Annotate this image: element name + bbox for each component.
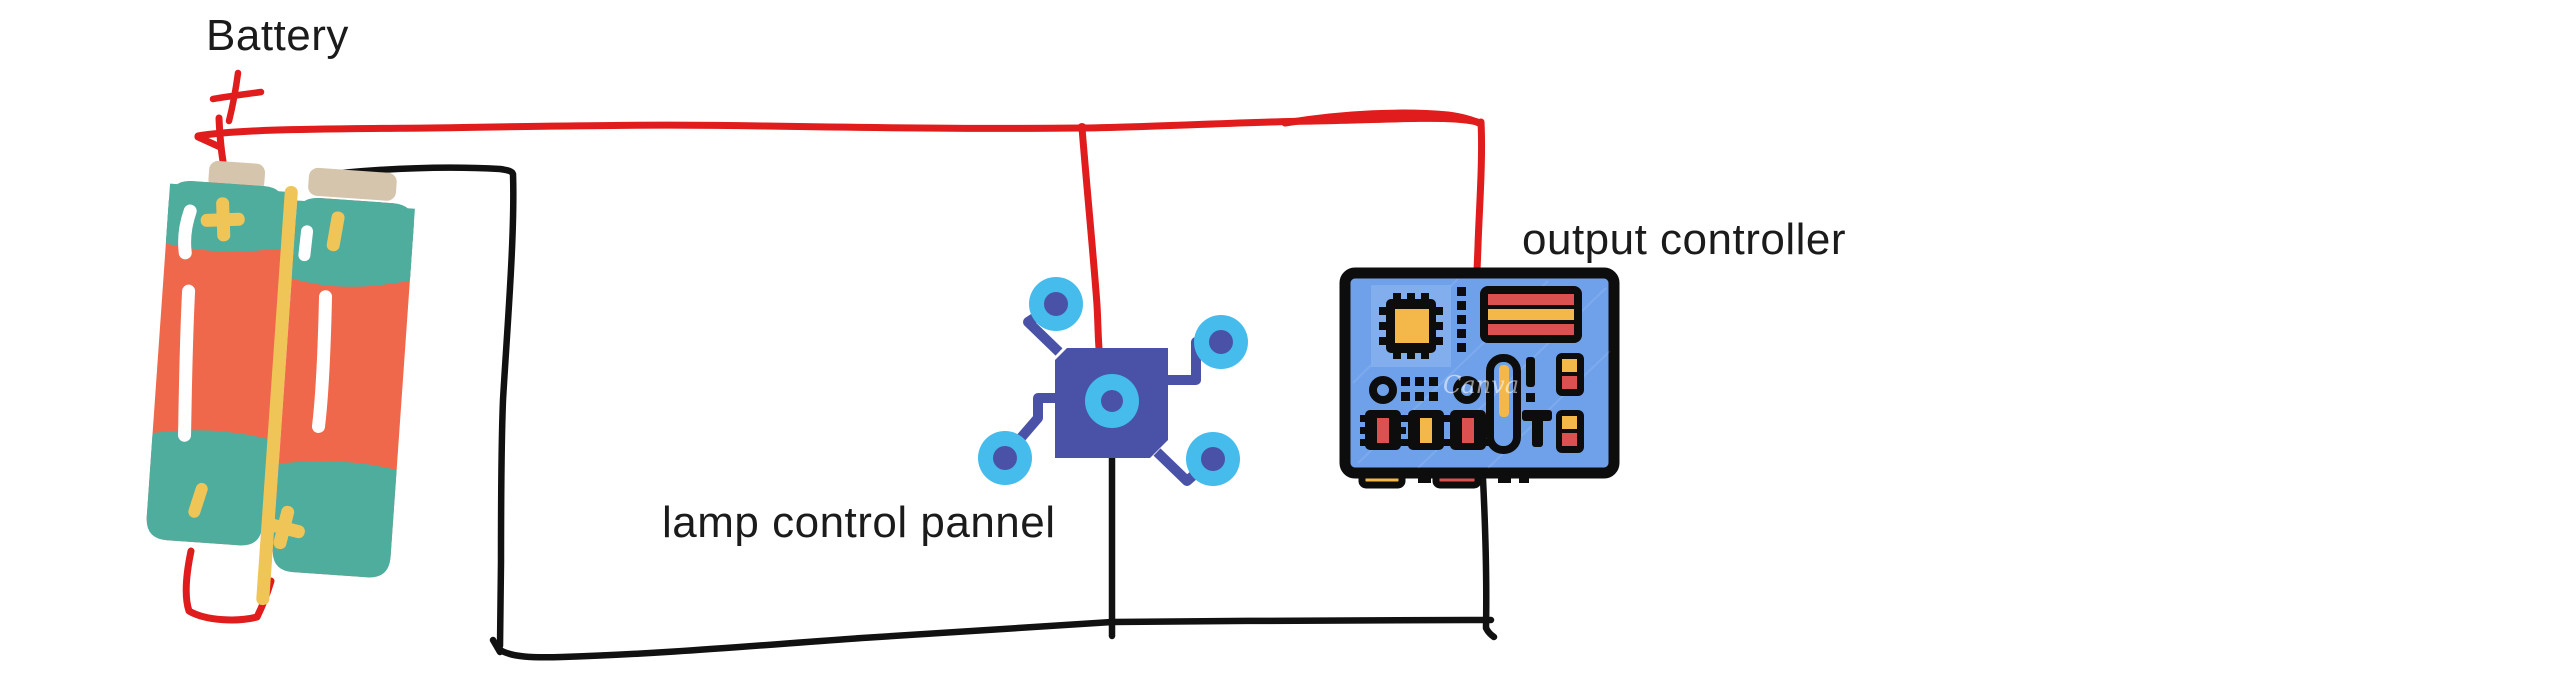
battery-cell-left	[146, 181, 286, 546]
board-ring-right	[1453, 376, 1481, 404]
lamp-control-panel-icon	[978, 277, 1248, 486]
battery-icon	[146, 160, 415, 606]
board-striped-block	[1480, 286, 1582, 343]
panel-trace-bottom-left	[1003, 393, 1055, 458]
negative-wire	[337, 164, 1498, 661]
board-ring-left	[1369, 376, 1397, 404]
board-dotted-column	[1457, 287, 1466, 352]
panel-pads	[978, 277, 1248, 486]
battery-divider-stripe	[256, 186, 298, 606]
lamp-control-panel-label: lamp control pannel	[662, 498, 1056, 547]
output-controller-label: output controller	[1522, 215, 1847, 264]
board-cpu	[1371, 285, 1451, 367]
board-b-blocks	[1556, 353, 1584, 453]
board-dot-grid	[1401, 377, 1438, 401]
controller-feed-wire	[1473, 118, 1486, 275]
output-controller-icon: Canva	[1339, 267, 1620, 489]
lamp-panel-feed-wire	[1078, 124, 1103, 352]
battery-positive-mark	[209, 69, 265, 125]
battery-cell-right	[261, 198, 415, 578]
board-capsule	[1486, 354, 1521, 454]
board-t-component	[1522, 410, 1552, 447]
wire-junction-dot	[1077, 123, 1087, 133]
battery-cap-negative	[308, 167, 397, 201]
battery-label: Battery	[206, 11, 349, 60]
canva-watermark: Canva	[1443, 371, 1519, 399]
board-bottom-chips	[1360, 410, 1491, 450]
